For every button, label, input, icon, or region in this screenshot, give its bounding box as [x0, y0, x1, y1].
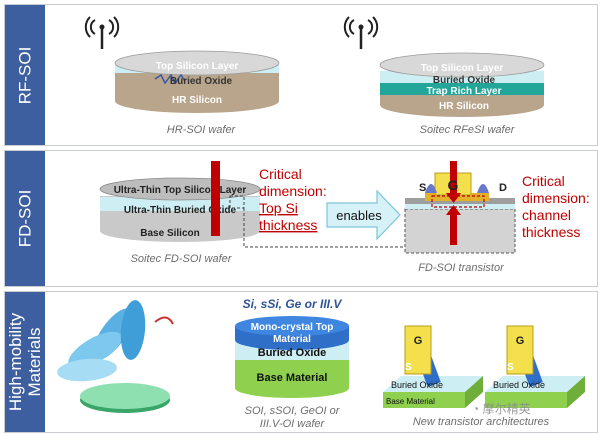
- materials-heading: Si, sSi, Ge or III.V: [243, 297, 343, 311]
- fd-soi-sidebar: FD-SOI: [5, 151, 45, 286]
- rfesi-wafer: Top Silicon Layer Buried Oxide Trap Rich…: [379, 52, 545, 117]
- hr-silicon-label: HR Silicon: [172, 95, 222, 106]
- critical-right-line4: thickness: [522, 224, 580, 240]
- fd-soi-transistor-caption: FD-SOI transistor: [418, 262, 505, 274]
- rfesi-hr-silicon-label: HR Silicon: [439, 101, 489, 112]
- rf-soi-illustration: Top Silicon Layer Buried Oxide HR Silico…: [84, 16, 545, 136]
- arch1-drain-label: D: [443, 318, 450, 329]
- rf-soi-sidebar: RF-SOI: [5, 5, 45, 145]
- rfesi-buried-oxide-label: Buried Oxide: [433, 75, 496, 86]
- gate-label: G: [448, 177, 459, 193]
- arch2-source-label: S: [507, 362, 514, 373]
- arch1-source-label: S: [405, 362, 412, 373]
- enables-arrow-icon: [326, 189, 401, 241]
- zoom-connector: [243, 208, 410, 248]
- critical-left-line2: dimension:: [259, 183, 327, 199]
- arch2-buried-oxide-label: Buried Oxide: [493, 380, 545, 390]
- arch1-base-material-label: Base Material: [386, 397, 435, 406]
- wafer-caption-line1: SOI, sSOI, GeOI or: [245, 405, 341, 417]
- critical-left-line4: thickness: [259, 217, 317, 233]
- up-arrow-icon: [446, 205, 461, 215]
- critical-left-line3: Top Si: [259, 200, 298, 216]
- hr-top-silicon-label: Top Silicon Layer: [156, 61, 239, 72]
- transistor-architecture-1: G D S Buried Oxide Base Material: [383, 318, 483, 408]
- rfesi-caption: Soitec RFeSI wafer: [420, 124, 516, 136]
- stack-buried-oxide-label: Buried Oxide: [258, 347, 326, 359]
- watermark-text: 摩尔精英: [482, 402, 531, 416]
- high-mobility-illustration: Si, sSi, Ge or III.V Mono-crystal Top Ma…: [57, 297, 585, 430]
- material-stack: Mono-crystal Top Material Buried Oxide B…: [235, 316, 349, 398]
- ultra-thin-buried-oxide-label: Ultra-Thin Buried Oxide: [124, 205, 237, 216]
- critical-left-line1: Critical: [259, 166, 302, 182]
- arch2-drain-label: D: [545, 318, 552, 329]
- critical-right-line1: Critical: [522, 173, 565, 189]
- mono-crystal-label-line2: Material: [273, 334, 311, 345]
- fd-soi-wafer-caption: Soitec FD-SOI wafer: [131, 253, 233, 265]
- base-material-label: Base Material: [257, 372, 328, 384]
- transistor-architecture-2: G D S Buried Oxide: [485, 318, 585, 408]
- arch1-buried-oxide-label: Buried Oxide: [391, 380, 443, 390]
- hr-buried-oxide-label: Buried Oxide: [170, 76, 233, 87]
- wafer-caption-line2: III.V-OI wafer: [260, 418, 326, 430]
- fd-soi-wafer: Ultra-Thin Top Silicon Layer Ultra-Thin …: [99, 161, 261, 242]
- antenna-icon: [84, 16, 120, 49]
- base-silicon-label: Base Silicon: [140, 228, 199, 239]
- ultra-thin-top-silicon-label: Ultra-Thin Top Silicon Layer: [114, 185, 247, 196]
- rf-soi-row: RF-SOI Top Silicon Layer Buried Oxide HR…: [4, 4, 598, 146]
- watermark: ◔ 摩尔精英: [472, 400, 531, 417]
- trap-rich-layer-label: Trap Rich Layer: [426, 86, 501, 97]
- fd-soi-illustration: Ultra-Thin Top Silicon Layer Ultra-Thin …: [99, 161, 590, 274]
- hr-soi-caption: HR-SOI wafer: [167, 124, 237, 136]
- fd-soi-row: FD-SOI Ultra-Thin Top Silicon Layer Ultr…: [4, 150, 598, 287]
- down-arrow-icon: [446, 193, 461, 203]
- arch1-gate-label: G: [414, 335, 423, 347]
- mono-crystal-label-line1: Mono-crystal Top: [251, 322, 334, 333]
- wechat-icon: ◔: [472, 402, 480, 416]
- drain-label: D: [499, 182, 507, 194]
- arch2-gate-label: G: [516, 335, 525, 347]
- architectures-caption: New transistor architectures: [413, 416, 550, 428]
- fanned-wafers-image: [57, 300, 174, 413]
- source-label: S: [419, 182, 426, 194]
- critical-right-line3: channel: [522, 207, 571, 223]
- antenna-icon: [343, 16, 379, 49]
- fd-soi-transistor: S G D: [404, 161, 516, 254]
- critical-dimension-marker: [211, 161, 220, 236]
- enables-label: enables: [336, 208, 382, 223]
- rfesi-top-silicon-label: Top Silicon Layer: [421, 63, 504, 74]
- hr-soi-wafer: Top Silicon Layer Buried Oxide HR Silico…: [114, 50, 280, 113]
- critical-right-line2: dimension:: [522, 190, 590, 206]
